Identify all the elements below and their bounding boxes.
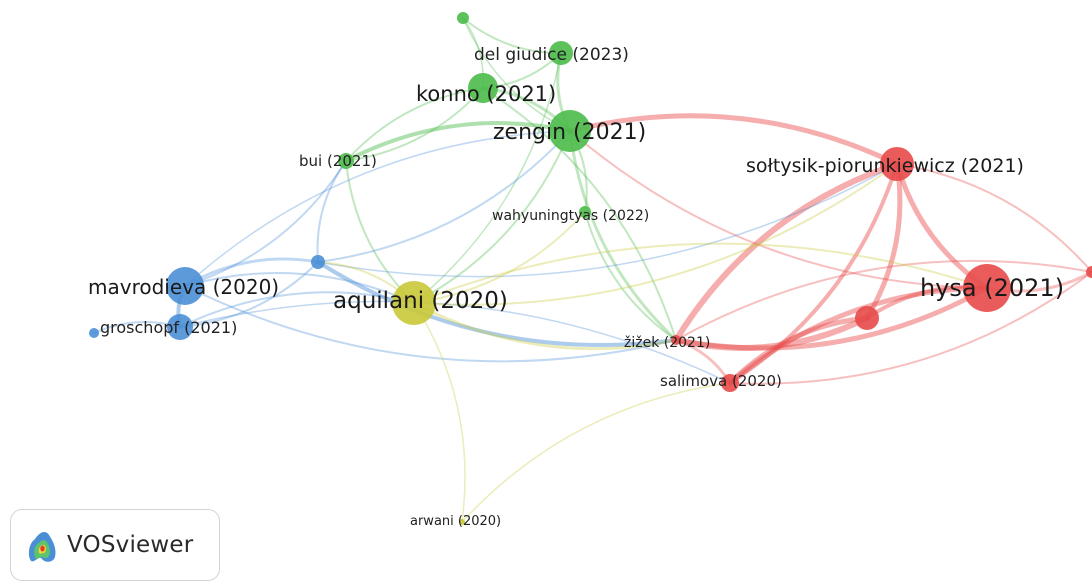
node-label-salimova[interactable]: salimova (2020)	[660, 372, 782, 390]
node-konno[interactable]	[468, 73, 498, 103]
edge-ar-sa	[461, 382, 731, 523]
edge-aq-zi	[412, 301, 678, 351]
edge-so-ze	[567, 113, 900, 167]
edge-bu-aq	[345, 160, 415, 304]
edge-so-r1	[864, 161, 903, 321]
edge-mv-zi	[184, 285, 677, 363]
node-arwani[interactable]	[459, 519, 465, 525]
edge-mv-ze	[184, 130, 571, 287]
edge-hy-zi	[673, 285, 990, 351]
edge-so-r2	[896, 163, 1092, 273]
node-mavrodieva[interactable]	[166, 267, 204, 305]
label-layer: del giudice (2023) konno (2021) zengin (…	[88, 45, 1064, 529]
edge-hy-ze	[569, 130, 988, 289]
edge-dg-aq	[413, 52, 562, 304]
edge-gr-aq	[179, 291, 415, 328]
node-label-mavrodieva[interactable]: mavrodieva (2020)	[88, 275, 279, 299]
edge-ko-zi	[482, 87, 677, 341]
edge-aq-so	[413, 163, 898, 306]
node-zengin[interactable]	[549, 110, 591, 152]
node-label-zengin[interactable]: zengin (2021)	[493, 120, 646, 145]
node-label-groschopf[interactable]: groschopf (2021)	[100, 318, 237, 337]
node-wahyuningtyas[interactable]	[579, 206, 591, 218]
node-unlabeled-r2[interactable]	[1086, 266, 1092, 278]
edge-aq-wa	[413, 211, 586, 304]
edge-b1-so	[317, 163, 898, 278]
vosviewer-logo-text: VOSviewer	[67, 532, 194, 558]
vosviewer-logo: VOSviewer	[10, 509, 220, 581]
edge-bu-ko	[345, 87, 484, 162]
node-del[interactable]	[549, 41, 573, 65]
node-label-konno[interactable]: konno (2021)	[416, 82, 556, 106]
edge-ko-bu	[345, 87, 484, 162]
edge-ze-zi	[568, 129, 678, 342]
edge-aq-hy	[413, 242, 988, 304]
node-salimova[interactable]	[721, 374, 739, 392]
edge-mv-aq	[184, 272, 415, 304]
edge-r1-sa	[727, 315, 870, 386]
node-unlabeled-r1[interactable]	[855, 306, 879, 330]
node-unlabeled-b2[interactable]	[89, 328, 99, 338]
edge-b1-zi	[316, 260, 678, 348]
node-žižek[interactable]	[671, 335, 681, 345]
node-hysa[interactable]	[963, 264, 1011, 312]
node-label-zizek[interactable]: žižek (2021)	[624, 335, 710, 351]
edge-aq-ar	[413, 302, 466, 523]
edge-hy-sa	[727, 285, 990, 386]
vosviewer-logo-icon	[28, 532, 56, 562]
node-label-bui[interactable]: bui (2021)	[299, 152, 377, 170]
node-label-hysa[interactable]: hysa (2021)	[920, 274, 1064, 302]
edge-zi-r2	[675, 259, 1092, 341]
node-unlabeled-b1[interactable]	[311, 255, 325, 269]
node-unlabeled-g1[interactable]	[457, 12, 469, 24]
edge-gr-sa	[179, 300, 731, 384]
node-label-wahyuningtyas[interactable]: wahyuningtyas (2022)	[492, 208, 649, 224]
node-label-arwani[interactable]: arwani (2020)	[410, 514, 501, 529]
node-bui[interactable]	[338, 153, 354, 169]
node-groschopf[interactable]	[167, 314, 193, 340]
node-label-del-giudice[interactable]: del giudice (2023)	[474, 45, 629, 65]
edge-layer	[93, 17, 1092, 523]
edge-sa-r2	[729, 271, 1092, 385]
node-layer	[89, 12, 1092, 525]
node-sołtysik-piorunkiewicz[interactable]	[880, 147, 914, 181]
edge-wa-zi	[584, 211, 677, 341]
edge-ze-aq	[413, 130, 571, 304]
edge-gr-b1	[179, 261, 319, 328]
edge-b1-ze	[317, 130, 571, 263]
edge-b1-bu	[316, 160, 347, 263]
edge-so-zi	[673, 161, 900, 343]
node-label-aquilani[interactable]: aquilani (2020)	[333, 288, 508, 314]
edge-ze-bu	[344, 121, 572, 163]
node-label-soltysik-piorunkiewicz[interactable]: sołtysik-piorunkiewicz (2021)	[746, 155, 1024, 177]
edge-mv-bu	[184, 160, 347, 287]
node-aquilani[interactable]	[392, 281, 436, 325]
edge-r1-zi	[673, 315, 870, 351]
edge-so-sa	[728, 162, 899, 385]
